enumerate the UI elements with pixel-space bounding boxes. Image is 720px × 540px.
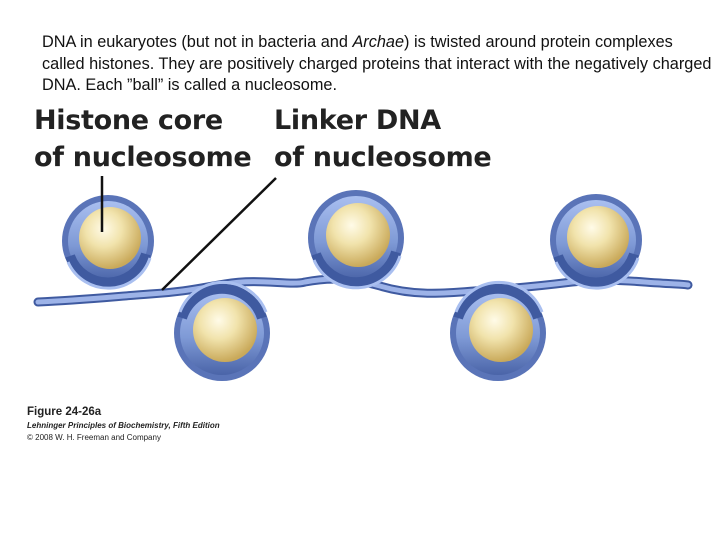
label-histone-line2: of nucleosome — [34, 142, 252, 173]
nucleosome-1 — [62, 195, 154, 290]
caption-part2: ) is twisted around protein complexes ca… — [42, 33, 712, 94]
label-histone-core: Histone core of nucleosome — [34, 102, 252, 176]
nucleosome-2 — [174, 280, 270, 381]
label-linker-dna: Linker DNA of nucleosome — [274, 102, 492, 176]
figure-credit: Figure 24-26a Lehninger Principles of Bi… — [27, 405, 220, 444]
figure-copyright: © 2008 W. H. Freeman and Company — [27, 433, 161, 442]
caption-text: DNA in eukaryotes (but not in bacteria a… — [42, 32, 712, 97]
figure-book: Lehninger Principles of Biochemistry, Fi… — [27, 421, 220, 430]
caption-part1: DNA in eukaryotes (but not in bacteria a… — [42, 33, 353, 51]
label-histone-line1: Histone core — [34, 105, 223, 136]
nucleosome-3 — [308, 190, 404, 290]
linker-dna-highlight — [35, 276, 691, 305]
label-linker-line2: of nucleosome — [274, 142, 492, 173]
nucleosome-4 — [450, 280, 546, 381]
figure-number: Figure 24-26a — [27, 406, 102, 418]
nucleosome-5 — [550, 194, 642, 290]
label-linker-line1: Linker DNA — [274, 105, 441, 136]
linker-pointer-line — [161, 177, 277, 291]
caption-italic: Archae — [352, 33, 405, 51]
